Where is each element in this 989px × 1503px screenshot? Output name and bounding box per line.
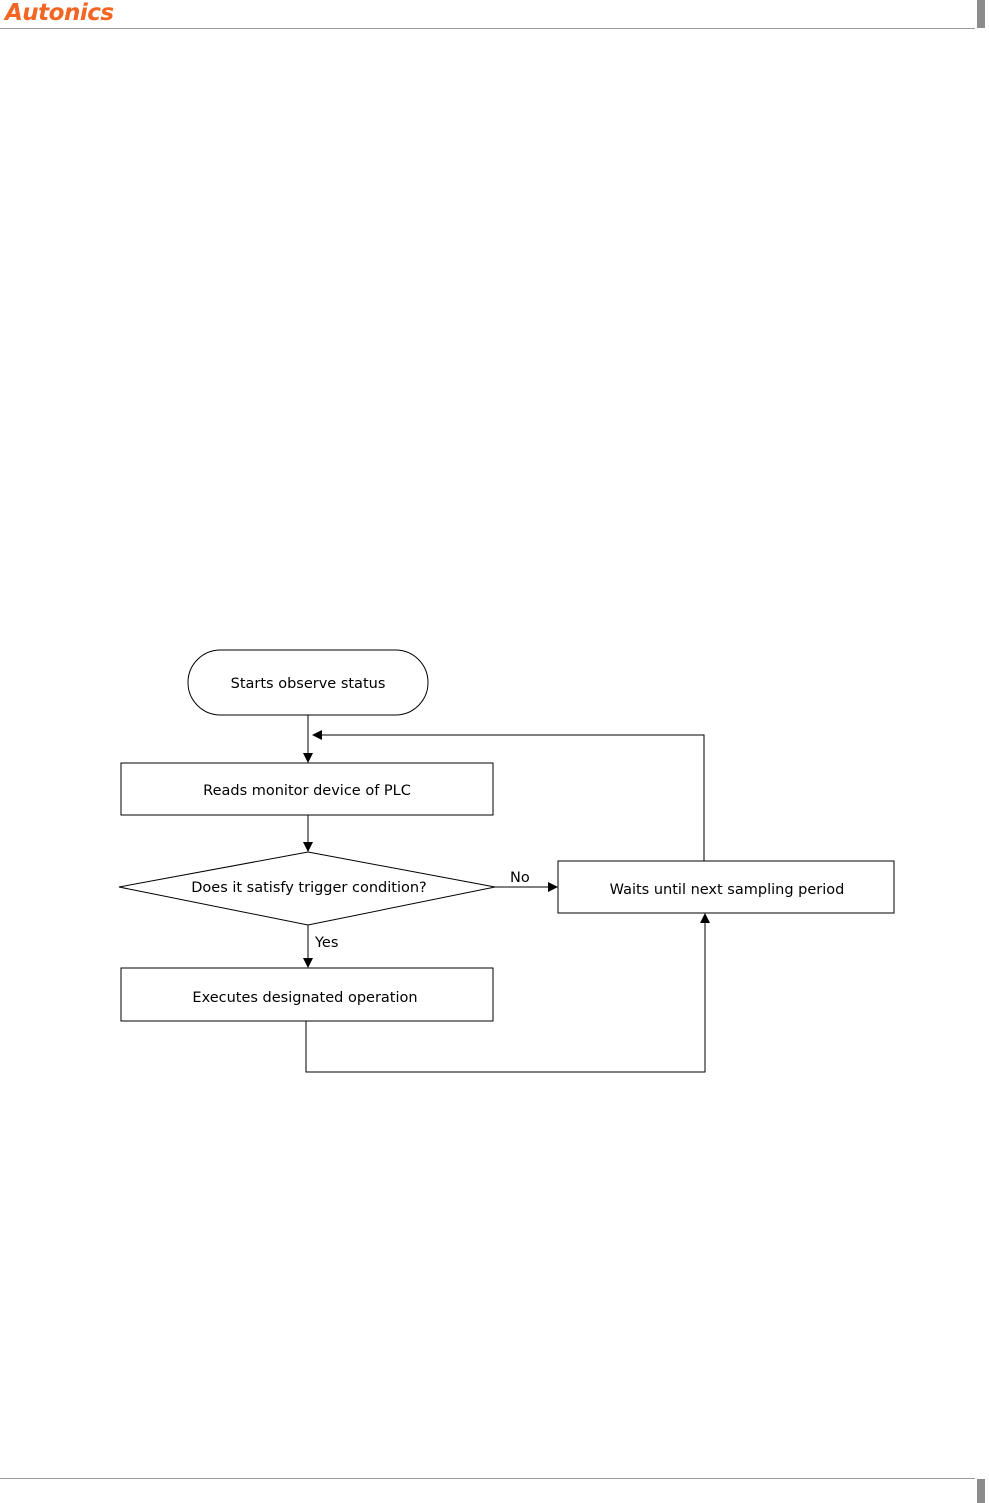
- no-label: No: [510, 870, 530, 886]
- decision-label: Does it satisfy trigger condition?: [191, 880, 427, 896]
- wait-process-box: [557, 860, 895, 914]
- footer-rule: [0, 1478, 975, 1479]
- autonics-logo: Autonics: [5, 0, 114, 26]
- header-page-tab: [977, 0, 985, 28]
- footer-page-tab: [977, 1479, 985, 1503]
- wait-label: Waits until next sampling period: [610, 882, 845, 898]
- header-rule: [0, 28, 975, 29]
- arrow-execute-to-wait: [305, 913, 710, 1073]
- read-process-box: [120, 762, 494, 816]
- start-label: Starts observe status: [231, 676, 386, 692]
- read-label: Reads monitor device of PLC: [203, 783, 411, 799]
- execute-label: Executes designated operation: [192, 990, 417, 1006]
- execute-process-box: [120, 967, 494, 1022]
- arrow-wait-loop-back: [312, 730, 705, 861]
- yes-label: Yes: [314, 935, 338, 951]
